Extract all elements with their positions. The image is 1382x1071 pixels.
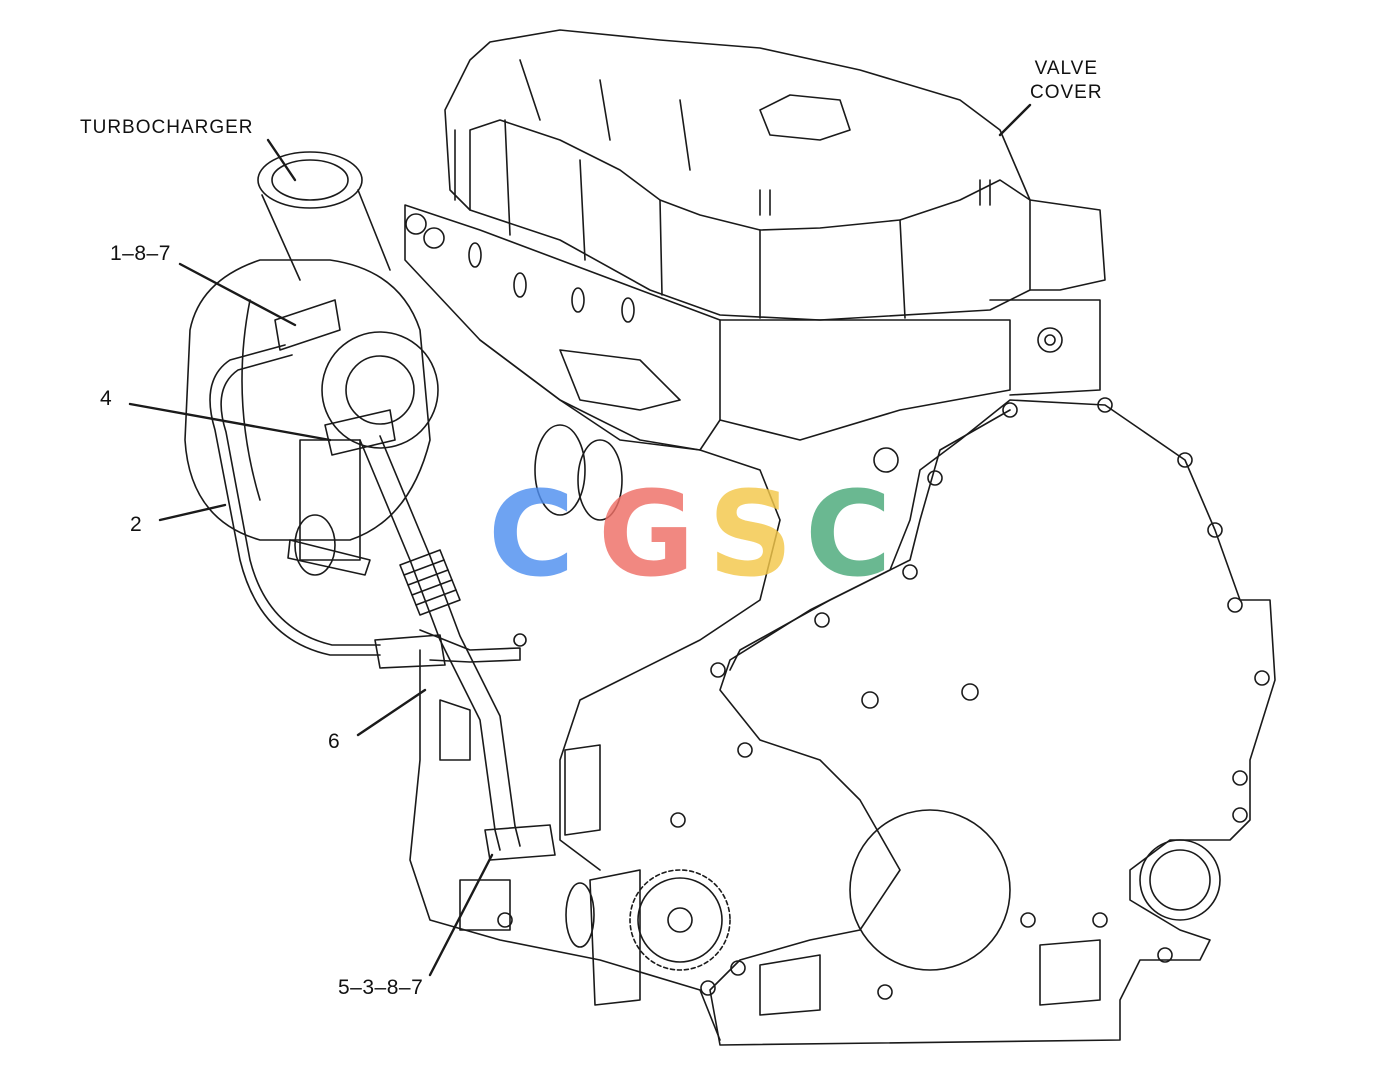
- cylinder-head: [404, 204, 1101, 473]
- callout-4: 4: [100, 387, 113, 410]
- leader-2: [158, 503, 227, 522]
- label-valve-cover: VALVE COVER: [1030, 57, 1103, 105]
- watermark-letter-2: G: [598, 465, 695, 603]
- oil-drain-line: [359, 435, 556, 861]
- oil-supply-line: [209, 344, 521, 669]
- label-turbocharger: TURBOCHARGER: [80, 117, 254, 138]
- valve-cover: [444, 29, 1106, 321]
- leader-lines: [128, 103, 1032, 977]
- leader-valve-cover: [998, 103, 1032, 137]
- leader-6: [356, 688, 427, 737]
- callout-5-3-8-7: 5–3–8–7: [338, 976, 424, 999]
- leader-5-3-8-7: [428, 853, 494, 977]
- leader-4: [128, 402, 332, 442]
- turbocharger: [184, 151, 439, 576]
- front-gear: [565, 869, 731, 1006]
- label-valve-cover-line1: VALVE: [1034, 58, 1099, 79]
- callout-6: 6: [328, 730, 341, 753]
- callout-2: 2: [130, 513, 143, 536]
- label-valve-cover-line2: COVER: [1030, 82, 1103, 103]
- front-gear-cover: [670, 397, 1276, 1046]
- watermark-letter-4: C: [805, 465, 892, 603]
- leader-turbocharger: [266, 138, 297, 182]
- leader-1-8-7: [178, 262, 297, 327]
- engine-block: [409, 339, 781, 1041]
- watermark-letter-1: C: [488, 465, 575, 603]
- callout-1-8-7: 1–8–7: [110, 242, 171, 265]
- watermark-letter-3: S: [708, 465, 793, 603]
